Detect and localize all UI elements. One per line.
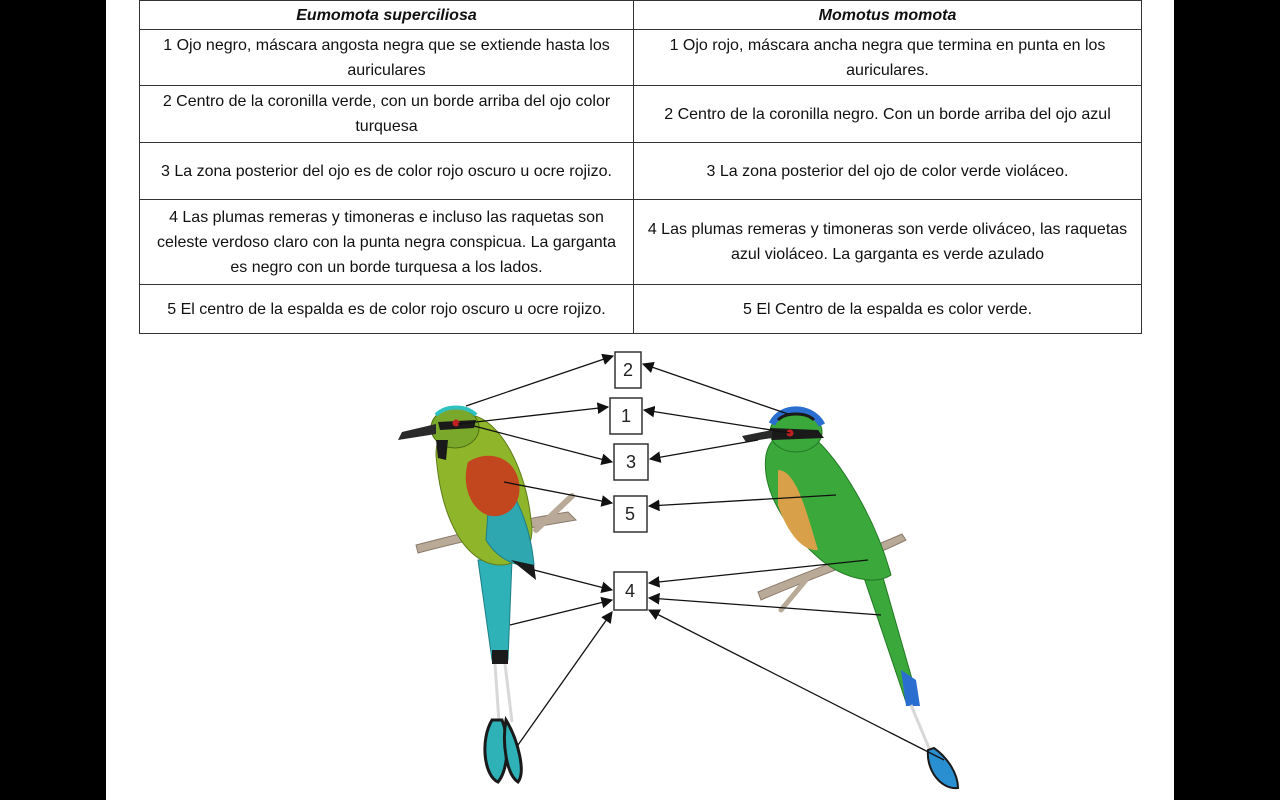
table-row: 5 El centro de la espalda es de color ro… [139,284,1142,334]
cell-momotus-1: 1 Ojo rojo, máscara ancha negra que term… [633,29,1142,86]
label-5: 5 [625,504,635,524]
eumomota-eye [452,419,460,427]
arrow-momotus-4c [647,609,945,761]
arrow-momotus-3 [648,439,759,463]
cell-momotus-5: 5 El Centro de la espalda es color verde… [633,284,1142,334]
cell-momotus-4: 4 Las plumas remeras y timoneras son ver… [633,199,1142,285]
eumomota-illustration [398,405,578,785]
arrow-eumomota-4b [509,596,614,626]
eumomota-back-patch [465,455,520,517]
arrow-momotus-4b [647,592,882,616]
arrow-momotus-5 [647,494,837,512]
table-row: 3 La zona posterior del ojo es de color … [139,142,1142,200]
cell-momotus-3: 3 La zona posterior del ojo de color ver… [633,142,1142,200]
label-box-2: 2 [614,351,642,389]
arrow-eumomota-4a [533,569,614,594]
label-4: 4 [625,581,635,601]
cell-eumomota-4: 4 Las plumas remeras y timoneras e inclu… [139,199,634,285]
arrow-momotus-4a [647,559,869,588]
cell-eumomota-2: 2 Centro de la coronilla verde, con un b… [139,85,634,143]
label-box-3: 3 [613,443,649,481]
cell-eumomota-3: 3 La zona posterior del ojo es de color … [139,142,634,200]
momotus-beak [742,430,772,442]
label-box-5: 5 [613,495,648,533]
arrow-eumomota-2 [465,353,615,407]
cell-momotus-2: 2 Centro de la coronilla negro. Con un b… [633,85,1142,143]
cell-eumomota-5: 5 El centro de la espalda es de color ro… [139,284,634,334]
eumomota-tail [477,559,513,661]
arrow-eumomota-3 [473,425,614,466]
momotus-racket [926,746,960,790]
arrow-momotus-2 [641,361,789,415]
header-momotus: Momotus momota [633,0,1142,30]
momotus-breast [778,470,818,551]
arrow-eumomota-5 [503,481,614,507]
label-box-1: 1 [609,397,643,435]
label-1: 1 [621,406,631,426]
arrow-eumomota-4c [517,611,613,746]
label-3: 3 [626,452,636,472]
header-eumomota: Eumomota superciliosa [139,0,634,30]
arrow-momotus-1 [642,405,791,434]
slide: Eumomota superciliosa Momotus momota 1 O… [106,0,1174,800]
bird-diagram: 2 1 3 5 4 [398,351,960,790]
label-box-4: 4 [613,571,648,611]
arrow-eumomota-1 [457,402,610,425]
label-2: 2 [623,360,633,380]
momotus-illustration [742,406,960,790]
table-row: 2 Centro de la coronilla verde, con un b… [139,85,1142,143]
table-row: 4 Las plumas remeras y timoneras e inclu… [139,199,1142,285]
comparison-table: Eumomota superciliosa Momotus momota 1 O… [139,0,1142,334]
eumomota-beak [398,424,436,440]
table-header-row: Eumomota superciliosa Momotus momota [139,0,1142,30]
table-row: 1 Ojo negro, máscara angosta negra que s… [139,29,1142,86]
pointer-arrows [457,353,945,761]
